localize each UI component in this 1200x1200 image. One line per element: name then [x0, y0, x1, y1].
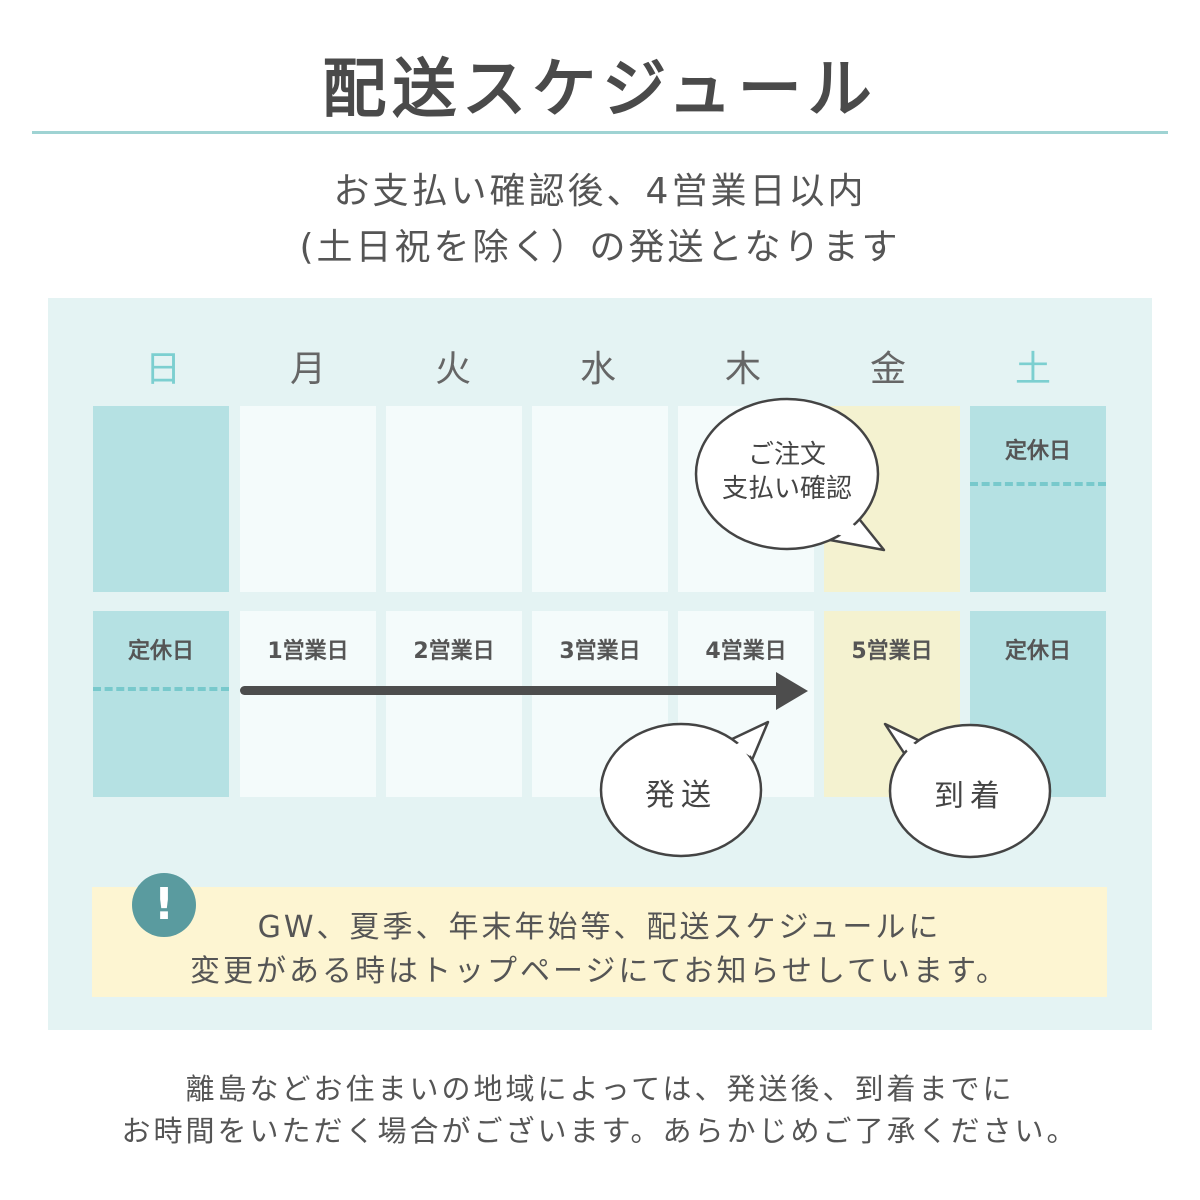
- business-day-5: 5営業日: [851, 639, 933, 664]
- week2-sun-cell: [93, 611, 229, 797]
- shipping-arrow-line: [240, 686, 785, 695]
- day-header-sun: 日: [144, 349, 181, 390]
- notice-line-1: GW、夏季、年末年始等、配送スケジュールに: [257, 910, 942, 945]
- day-header-tue: 火: [434, 349, 471, 390]
- footer-line-1: 離島などお住まいの地域によっては、発送後、到着までに: [185, 1072, 1015, 1106]
- week1-wed-cell: [532, 406, 668, 592]
- exclamation-icon: !: [132, 873, 196, 937]
- week2-tue-cell: [386, 611, 522, 797]
- arrive-bubble-shape: [883, 722, 1052, 859]
- arrive-bubble-text: 到着: [934, 779, 1006, 814]
- order-bubble-text: ご注文 支払い確認: [700, 438, 874, 506]
- ship-bubble-shape: [599, 720, 770, 858]
- business-day-3: 3営業日: [559, 639, 641, 664]
- notice-line-2: 変更がある時はトップページにてお知らせしています。: [190, 954, 1009, 989]
- day-header-sat: 土: [1014, 349, 1051, 390]
- subtitle-line-2: (土日祝を除く）の発送となります: [299, 227, 901, 268]
- week1-tue-cell: [386, 406, 522, 592]
- week2-sun-dashed-line: [93, 687, 229, 691]
- order-bubble-line-1: ご注文: [747, 440, 826, 470]
- day-header-fri: 金: [869, 349, 906, 390]
- ship-bubble-text: 発送: [645, 778, 717, 813]
- order-bubble-shape: [694, 397, 886, 552]
- week1-sun-cell: [93, 406, 229, 592]
- week1-sat-cell: [970, 406, 1106, 592]
- title-divider: [32, 131, 1168, 134]
- week2-sun-label: 定休日: [127, 639, 194, 664]
- shipping-arrow-head: [776, 672, 808, 710]
- notice-box: [92, 887, 1107, 997]
- business-day-1: 1営業日: [267, 639, 349, 664]
- day-header-wed: 水: [579, 349, 616, 390]
- week1-sat-dashed-line: [970, 482, 1106, 486]
- order-bubble-line-2: 支払い確認: [721, 474, 852, 504]
- week2-mon-cell: [240, 611, 376, 797]
- week1-mon-cell: [240, 406, 376, 592]
- subtitle-line-1: お支払い確認後、4営業日以内: [333, 171, 867, 212]
- footer-line-2: お時間をいただく場合がございます。あらかじめご了承ください。: [121, 1114, 1079, 1148]
- business-day-2: 2営業日: [413, 639, 495, 664]
- business-day-4: 4営業日: [705, 639, 787, 664]
- day-header-thu: 木: [724, 349, 761, 390]
- page-title: 配送スケジュール: [322, 53, 878, 127]
- week1-sat-label: 定休日: [1004, 439, 1071, 464]
- day-header-mon: 月: [289, 349, 326, 390]
- week2-sat-label: 定休日: [1004, 639, 1071, 664]
